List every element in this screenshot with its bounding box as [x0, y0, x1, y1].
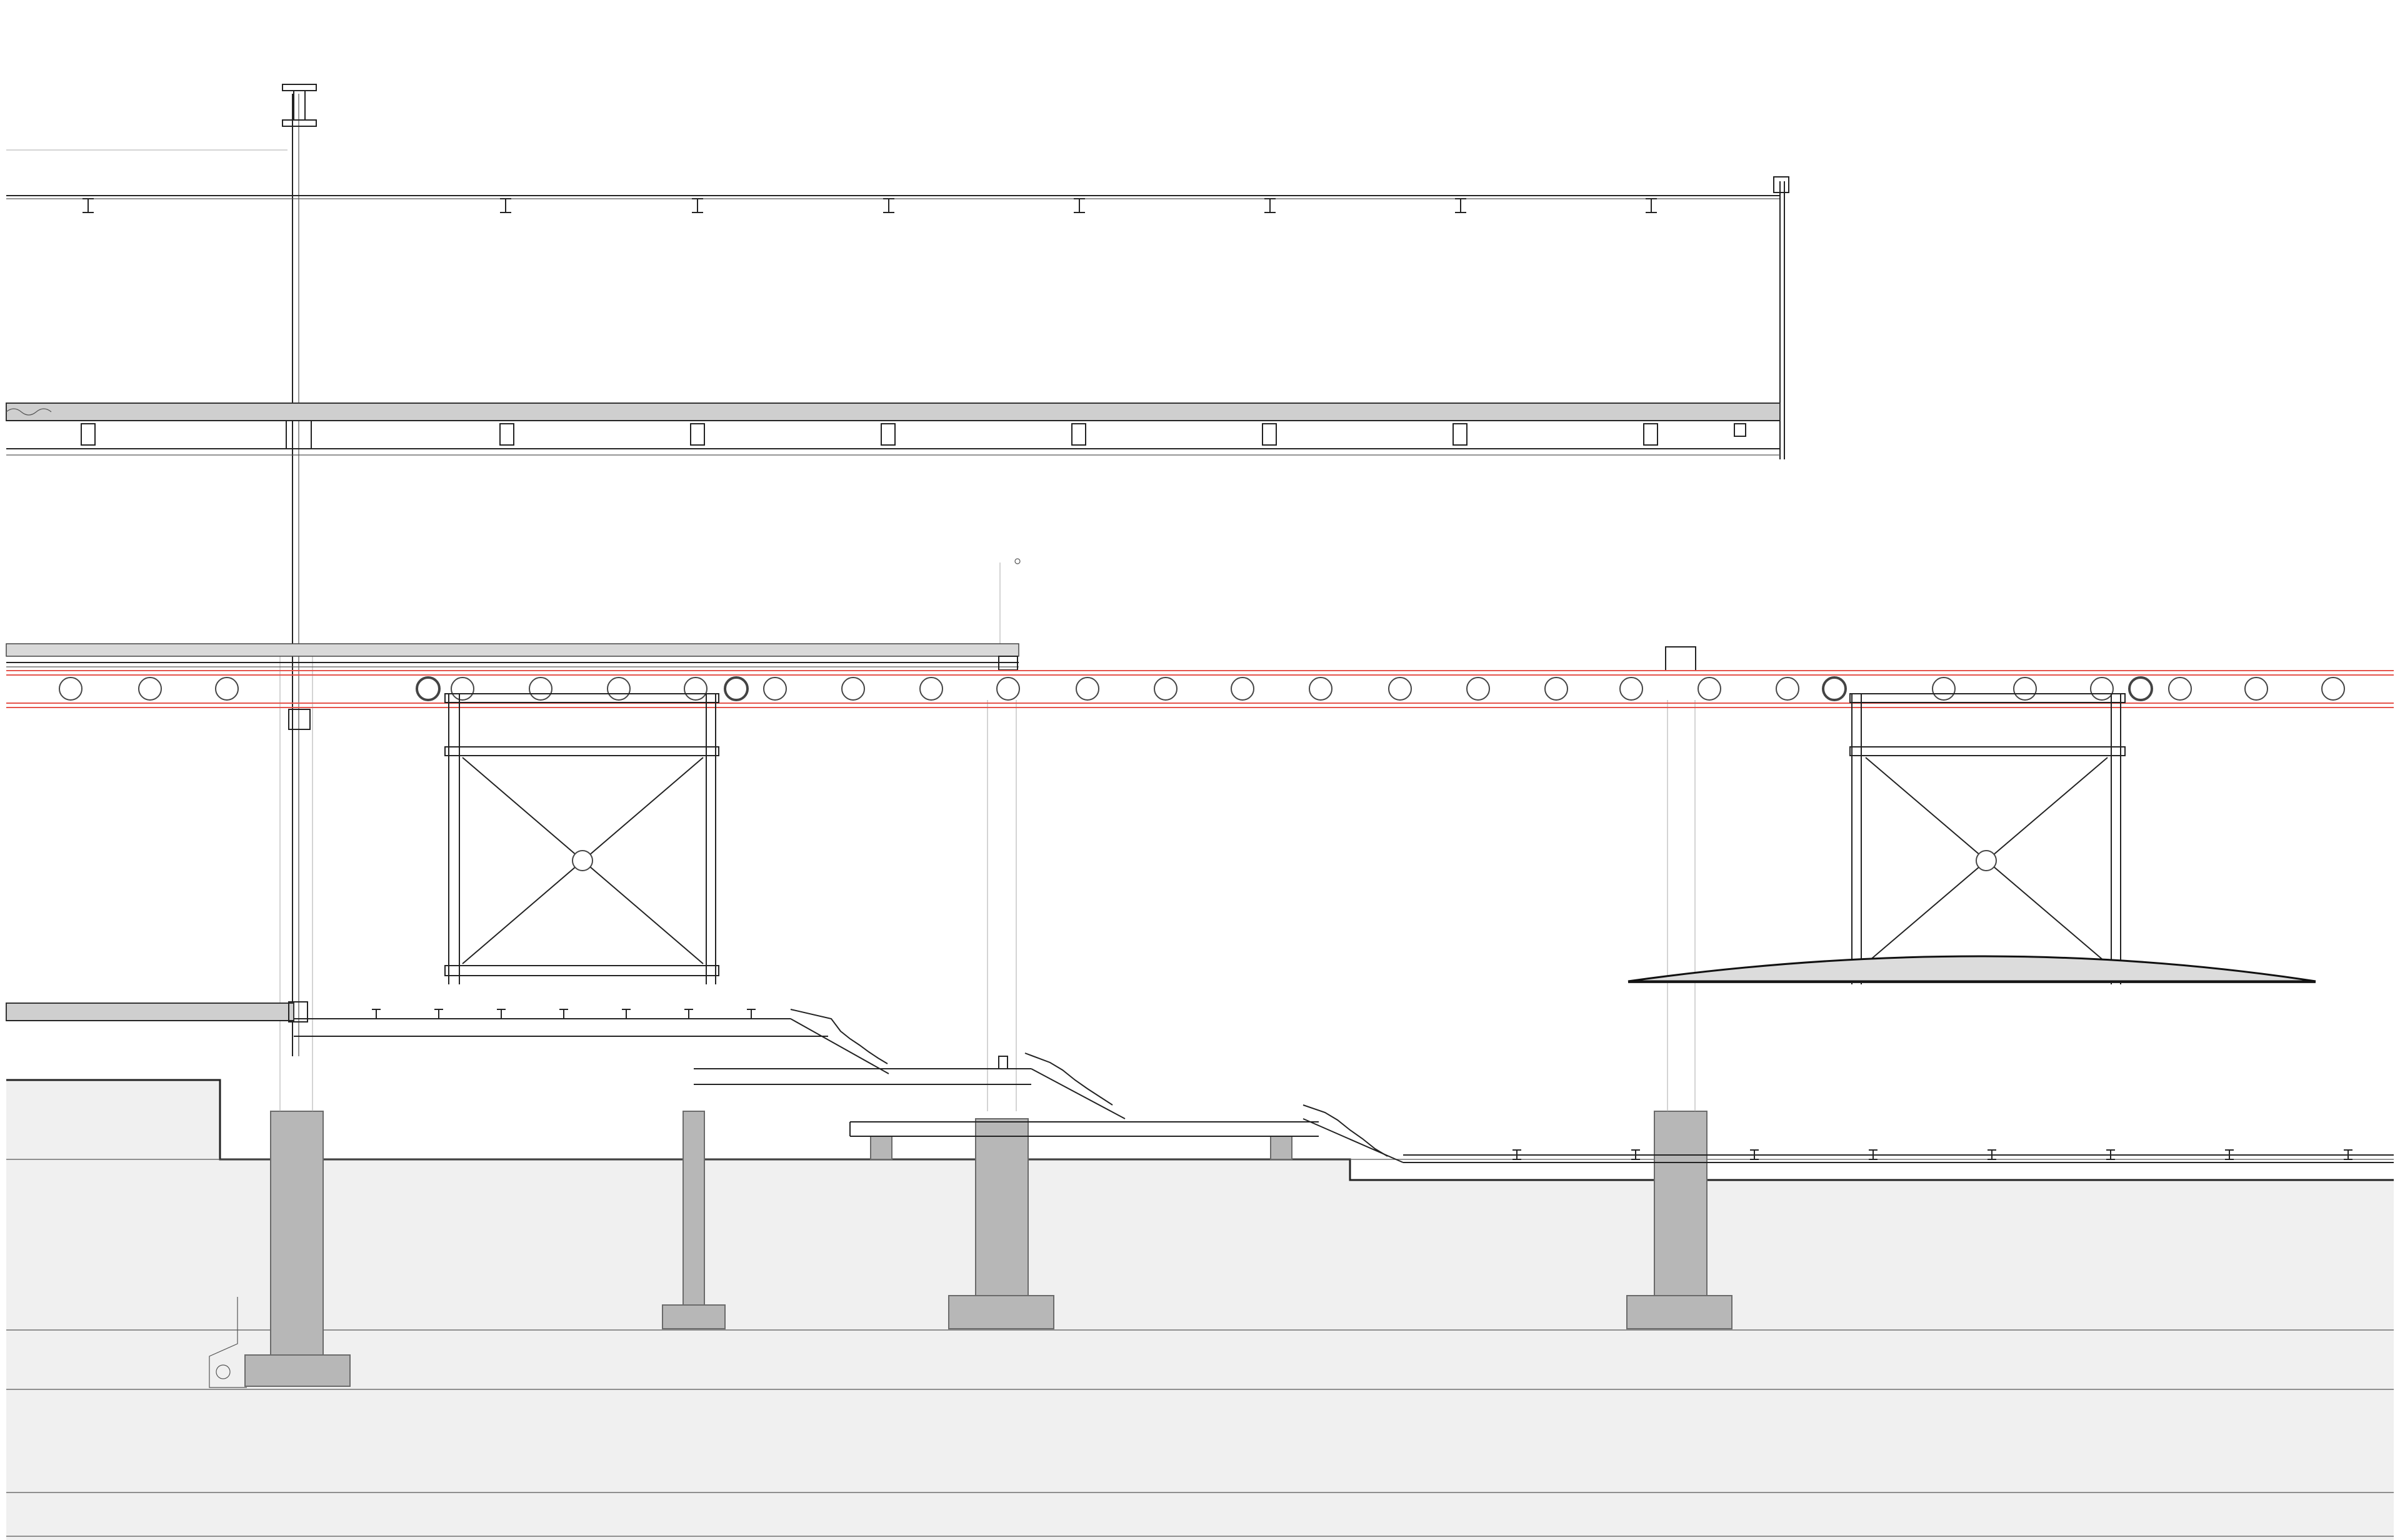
foundation-footing-4 — [1626, 1111, 1732, 1329]
red-accent-truss — [6, 670, 2394, 708]
post-column-mid — [987, 558, 1021, 1111]
lower-joists — [372, 1009, 2352, 1160]
soil-strata-lines — [6, 1329, 2394, 1537]
foundation-footing-3 — [948, 1118, 1054, 1329]
cross-braced-frame-left — [444, 693, 719, 984]
main-column-left — [279, 84, 317, 1111]
cross-braced-frame-right — [1849, 693, 2126, 984]
walkway-deck — [6, 643, 1019, 671]
stair-flight-lower — [1302, 1104, 2394, 1163]
small-piers — [870, 1136, 1292, 1160]
stair-flight-upper — [694, 1009, 1031, 1085]
post-column-right — [1665, 646, 1696, 1111]
truss-web-openings — [59, 676, 2345, 701]
foundation-footing-2 — [662, 1111, 726, 1329]
ground-mass — [6, 1079, 2394, 1540]
lower-floor-slab — [6, 1001, 828, 1037]
curved-lens-canopy — [1628, 955, 2316, 983]
roof-top-rail — [6, 149, 1789, 199]
upper-floor-slab — [6, 402, 1781, 456]
foundation-footing-1 — [244, 1111, 351, 1387]
stair-flight-middle — [849, 1052, 1319, 1137]
roof-purlins — [82, 198, 1657, 213]
upper-floor-beams — [81, 420, 1746, 449]
drain-pipe — [209, 1297, 247, 1388]
roof-edge-wall — [1779, 181, 1785, 459]
